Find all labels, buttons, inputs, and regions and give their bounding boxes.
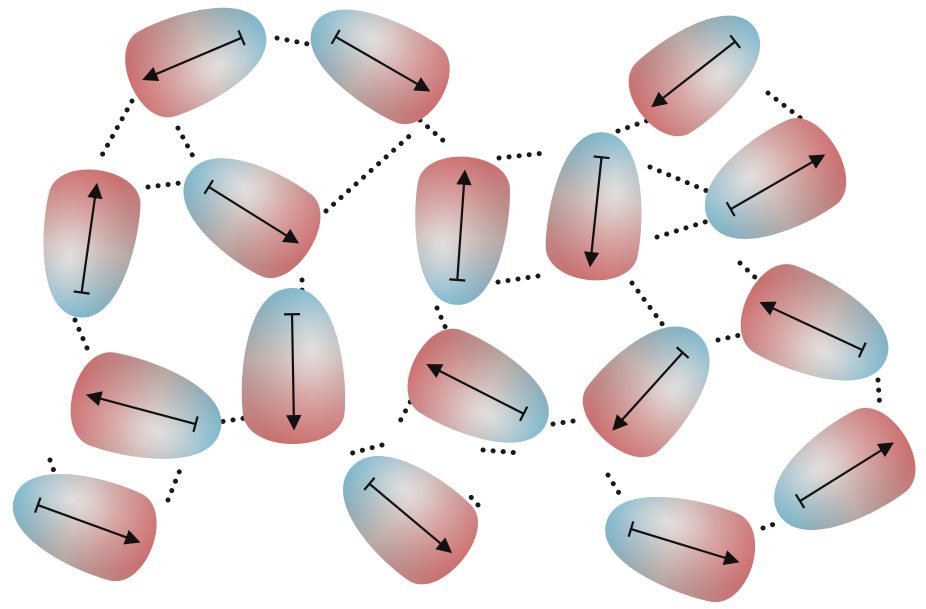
dipole-tail-cross — [729, 34, 741, 49]
dipole-arrow-icon — [286, 314, 302, 431]
polar-molecule-icon — [43, 169, 141, 318]
dotted-attraction-line — [165, 467, 183, 503]
molecule-highlight — [704, 118, 847, 239]
dotted-attraction-line — [467, 493, 481, 508]
dipole-tail-cross — [449, 278, 466, 282]
dipole-arrow-icon — [142, 36, 243, 82]
molecule-highlight — [310, 9, 450, 125]
polar-molecule-icon — [310, 9, 450, 125]
attraction-lines — [47, 35, 883, 531]
dotted-attraction-line — [495, 273, 541, 285]
dipole-arrow-icon — [612, 351, 684, 431]
dotted-attraction-line — [98, 98, 135, 160]
dipole-arrow-icon — [85, 391, 196, 426]
polar-molecule-icon — [605, 496, 756, 602]
polar-molecule-icon — [628, 15, 761, 137]
dotted-attraction-line — [550, 417, 583, 427]
dotted-attraction-line — [274, 35, 311, 47]
polar-molecule-icon — [12, 474, 157, 581]
dipole-arrow-icon — [630, 528, 740, 566]
dipole-tail-cross — [192, 416, 199, 433]
dotted-attraction-line — [417, 117, 449, 146]
dipole-tail-cross — [627, 521, 635, 538]
molecule-highlight — [407, 328, 549, 443]
polar-molecule-icon — [582, 326, 710, 458]
polar-molecule-icon — [125, 7, 267, 118]
dotted-attraction-line — [323, 128, 418, 214]
dotted-attraction-line — [480, 447, 523, 456]
molecule-highlight — [545, 132, 642, 281]
polar-molecule-icon — [774, 407, 916, 530]
dotted-attraction-line — [647, 164, 715, 196]
molecule-highlight — [740, 264, 889, 381]
dotted-attraction-line — [654, 218, 711, 240]
dipole-arrow-icon — [651, 40, 736, 108]
polar-molecule-icon — [415, 156, 510, 305]
dipole-arrow-icon — [426, 364, 525, 415]
molecule-highlight — [628, 15, 761, 137]
dipole-tail-cross — [73, 290, 90, 295]
dipole-arrow-icon — [208, 186, 300, 244]
dipole-arrow-icon — [80, 182, 103, 293]
polar-molecule-icon — [70, 352, 222, 459]
molecule-highlight — [125, 7, 267, 118]
molecule-highlight — [415, 156, 510, 305]
dipole-tail-cross — [857, 342, 867, 358]
molecule-highlight — [183, 158, 321, 279]
polar-molecule-icon — [407, 328, 549, 443]
polar-molecule-icon — [241, 288, 346, 444]
dipole-tail-cross — [237, 30, 246, 46]
dotted-attraction-line — [605, 472, 625, 501]
molecule-highlight — [605, 496, 756, 602]
dotted-attraction-line — [760, 519, 783, 531]
dipole-arrow-icon — [583, 157, 603, 268]
dotted-attraction-line — [615, 113, 663, 134]
dipole-tail-cross — [34, 497, 42, 513]
dotted-attraction-line — [765, 90, 806, 123]
dipole-tail-cross — [593, 155, 610, 160]
dipole-arrow-icon — [799, 442, 894, 503]
molecule-highlight — [43, 169, 141, 318]
polar-molecule-icon — [343, 456, 478, 585]
dipole-tail-cross — [363, 476, 376, 491]
dotted-attraction-line — [715, 332, 743, 343]
dipole-arrow-icon — [759, 301, 863, 351]
dotted-attraction-line — [145, 180, 183, 190]
dipole-tail-cross — [794, 493, 806, 509]
dotted-attraction-line — [737, 260, 763, 285]
dipole-tail-cross — [725, 201, 736, 217]
dotted-attraction-line — [342, 442, 385, 458]
dotted-attraction-line — [72, 317, 93, 358]
polar-molecule-icon — [704, 118, 847, 239]
dipole-arrow-icon — [37, 504, 141, 545]
dotted-attraction-line — [175, 125, 198, 163]
molecule-highlight — [70, 352, 222, 459]
dipole-arrow-icon — [730, 154, 826, 211]
dotted-attraction-line — [496, 150, 548, 161]
dipole-tail-cross — [675, 346, 690, 359]
dipole-arrow-icon — [335, 35, 431, 92]
polar-molecule-icon — [183, 158, 321, 279]
dipole-arrow-icon — [368, 482, 453, 554]
dotted-attraction-line — [629, 280, 666, 328]
dotted-attraction-line — [395, 390, 418, 428]
dipole-tail-cross — [519, 406, 529, 422]
dipole-tail-cross — [330, 29, 341, 45]
molecule-highlight — [12, 474, 157, 581]
dipole-tail-cross — [203, 179, 214, 195]
polar-molecule-icon — [740, 264, 889, 381]
molecule-highlight — [774, 407, 916, 530]
dipole-arrow-icon — [456, 169, 472, 280]
polar-molecule-icon — [545, 132, 642, 281]
dotted-attraction-line — [875, 377, 883, 413]
